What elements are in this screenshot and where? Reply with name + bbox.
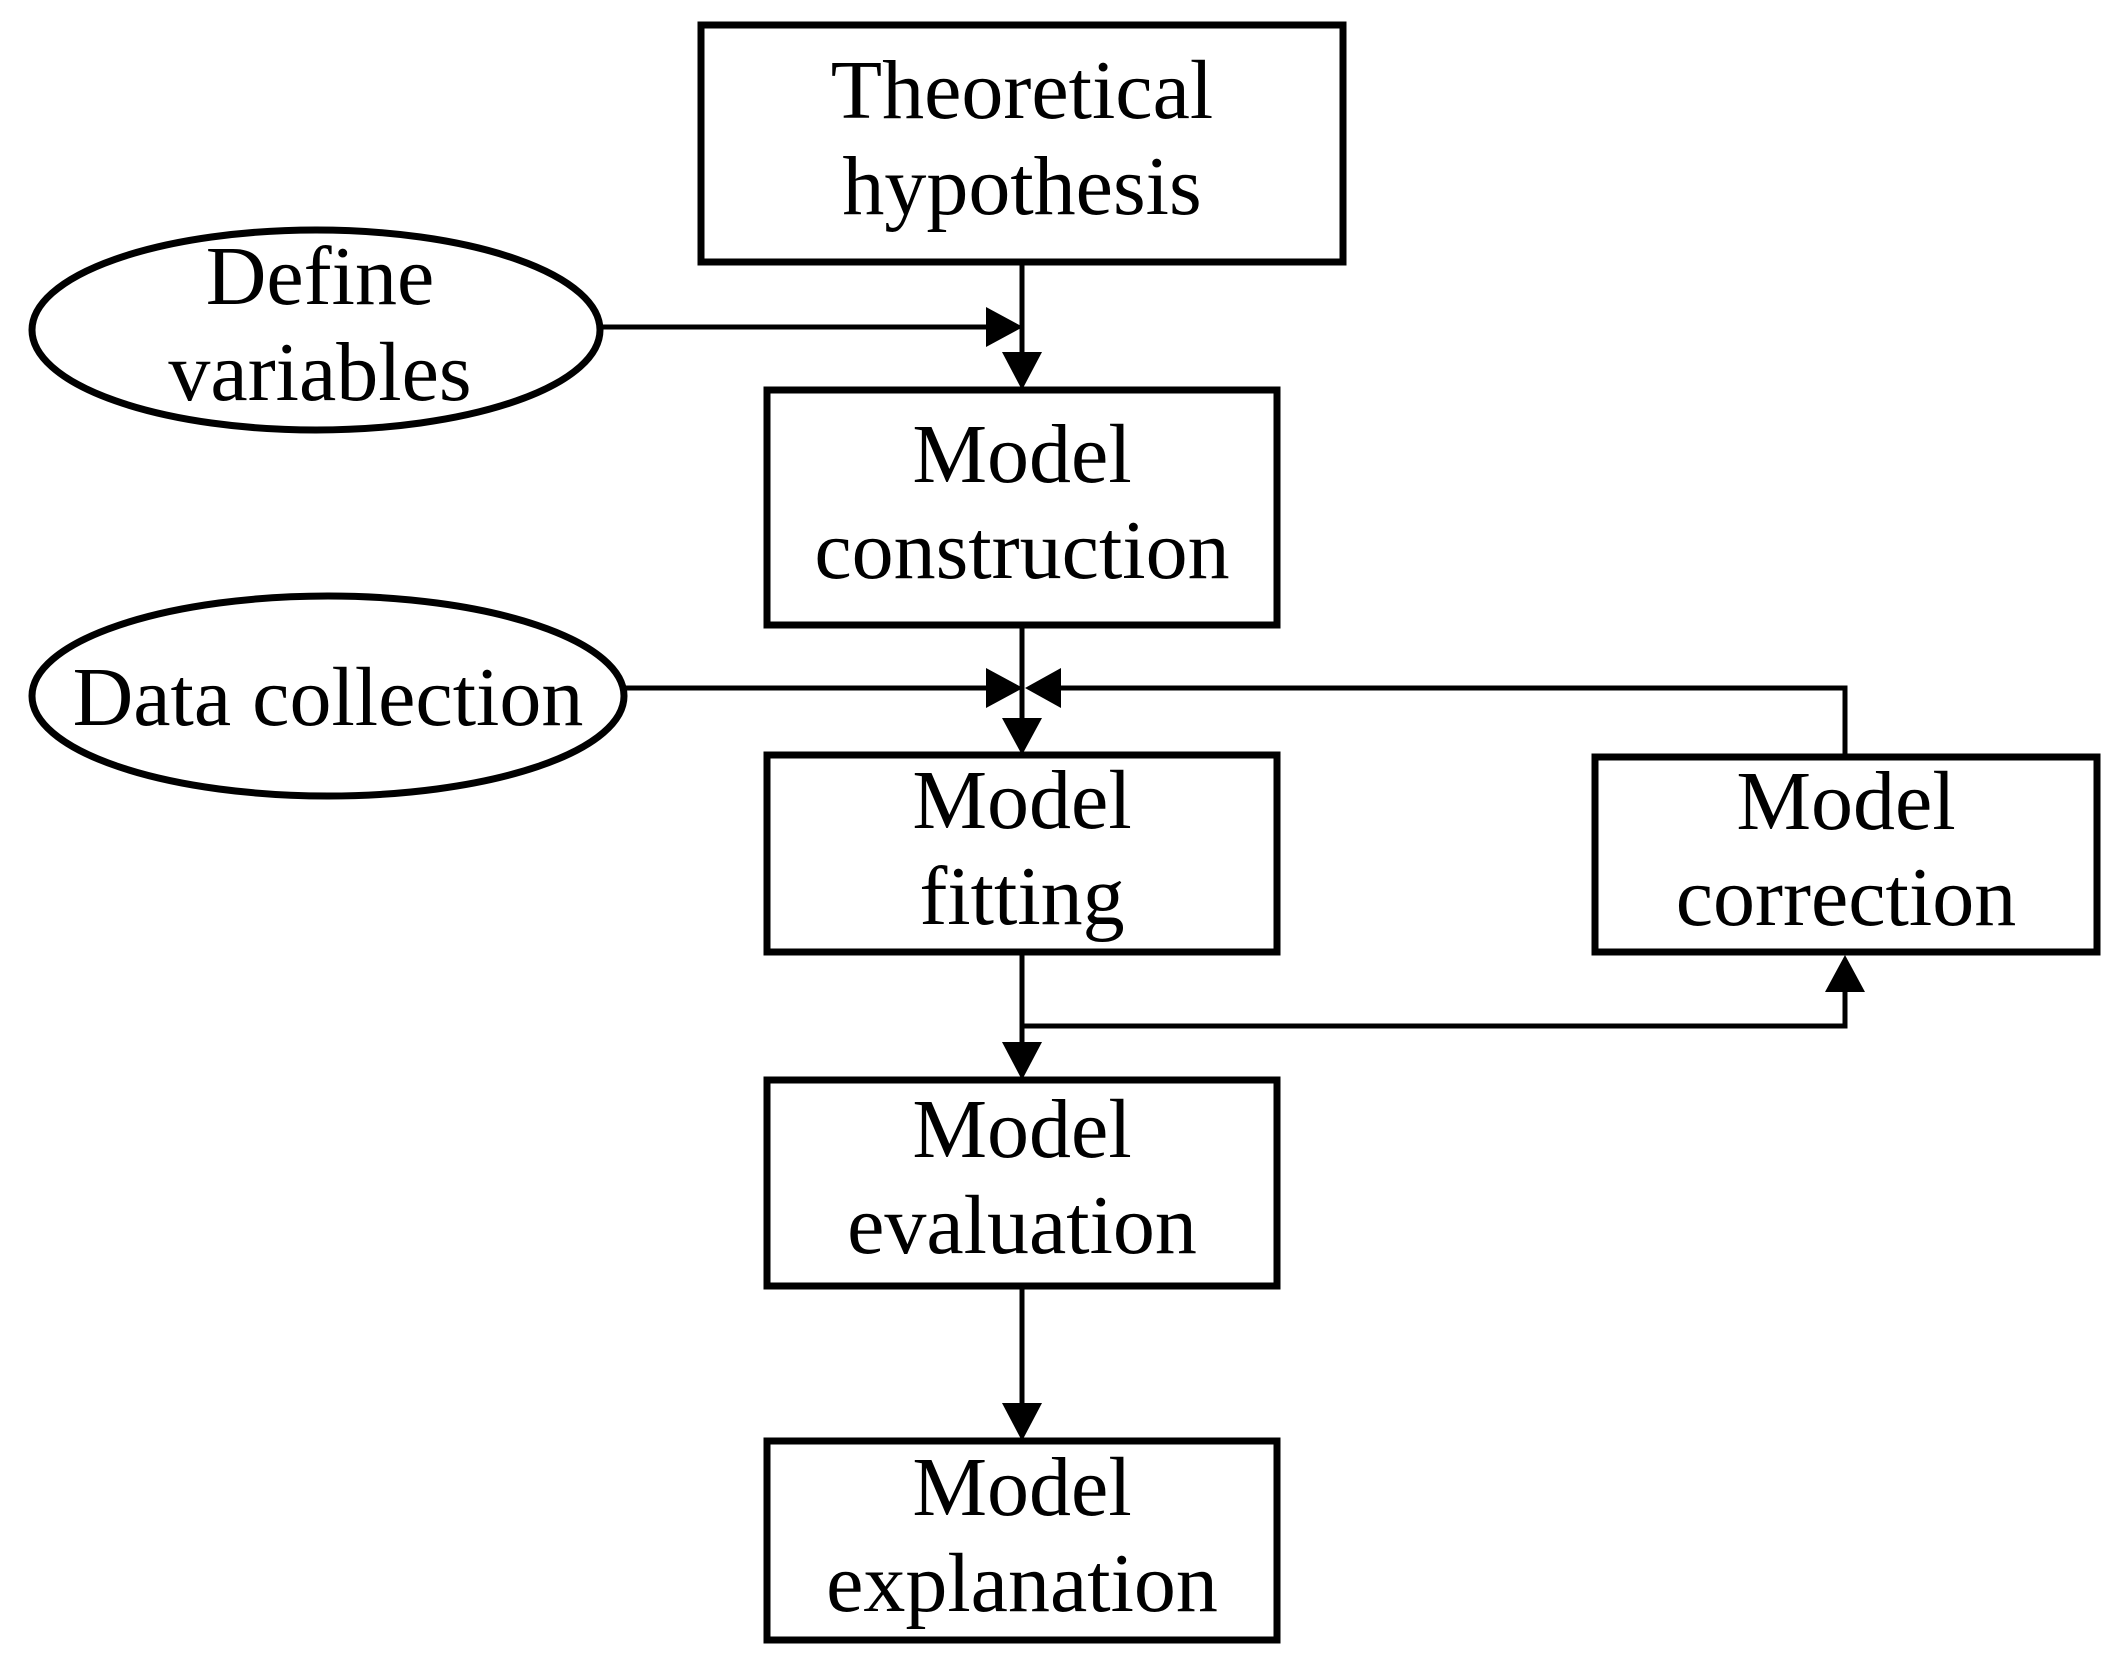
model-explanation-label-line1: Model [912,1441,1131,1534]
define-variables-label-line2: variables [168,326,471,419]
model-evaluation-label-line2: evaluation [847,1179,1197,1272]
arrow-fitting-to-correction [1022,992,1848,1029]
arrowhead-define-variables [986,307,1023,347]
data-collection-label: Data collection [73,651,584,744]
arrowhead-fitting-to-correction [1825,955,1865,992]
model-explanation-label-line2: explanation [826,1537,1218,1630]
arrowhead-hypothesis-to-construction [1002,352,1042,390]
model-correction-label-line2: correction [1676,851,2016,944]
arrowhead-data-collection [986,668,1023,708]
arrowhead-fitting-to-evaluation [1002,1042,1042,1080]
model-correction-box [1591,753,2101,956]
theoretical-hypothesis-label-line2: hypothesis [842,140,1201,233]
model-construction-box [763,386,1281,629]
data-collection-ellipse [28,592,628,800]
theoretical-hypothesis-label-line1: Theoretical [831,44,1213,137]
arrow-correction-to-junction [1061,685,1848,757]
model-fitting-box [763,751,1281,956]
arrowhead-construction-to-fitting [1002,718,1042,755]
model-correction-label-line1: Model [1736,755,1955,848]
model-fitting-label-line1: Model [912,754,1131,847]
model-explanation-box [763,1437,1281,1644]
model-evaluation-box [763,1076,1281,1290]
model-evaluation-label-line1: Model [912,1083,1131,1176]
arrowhead-correction-to-junction [1025,668,1061,708]
theoretical-hypothesis-box [697,21,1347,266]
model-fitting-label-line2: fitting [919,850,1124,943]
define-variables-ellipse [28,226,604,434]
define-variables-label-line1: Define [206,230,435,323]
arrowhead-evaluation-to-explanation [1002,1403,1042,1441]
model-construction-label-line2: construction [814,504,1229,597]
model-construction-label-line1: Model [912,408,1131,501]
